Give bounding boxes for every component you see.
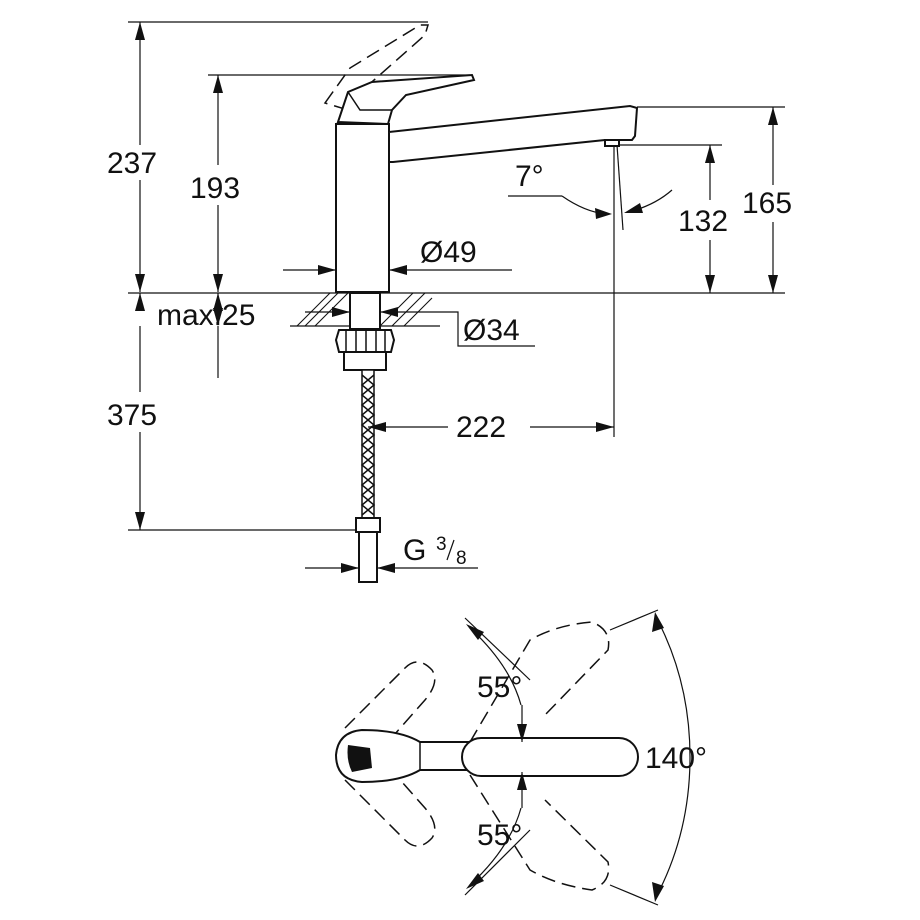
dimension-body-diameter: Ø49	[283, 236, 512, 275]
dim-237-label: 237	[107, 147, 157, 180]
mounting-nut	[334, 329, 396, 371]
angle-total-140: 140°	[645, 612, 707, 902]
angle-upper-label: 55°	[477, 671, 522, 704]
dim-193-label: 193	[190, 172, 240, 205]
top-view: 55° 55° 140°	[334, 609, 707, 906]
dimension-max-thickness: max.25	[135, 293, 255, 378]
angle-upper-55: 55°	[466, 624, 527, 742]
angle-lower-label: 55°	[477, 819, 522, 852]
lever-right-lower-outline	[469, 774, 610, 891]
lever-top	[334, 728, 639, 784]
dim-132-label: 132	[678, 205, 728, 238]
lever-raised-outline	[323, 24, 430, 111]
dim-49-label: Ø49	[420, 236, 477, 269]
dim-7deg-label: 7°	[515, 160, 544, 193]
side-view: 237 193 165 132	[107, 21, 792, 583]
lever-right-upper-outline	[469, 621, 610, 743]
dimension-clearance: 132	[610, 144, 728, 293]
lever-left-lower-outline	[344, 747, 436, 847]
lever-edge	[347, 91, 392, 111]
dim-222-label: 222	[456, 411, 506, 444]
dim-165-label: 165	[742, 187, 792, 220]
dimension-body-height: 193	[190, 74, 470, 292]
dimension-spout-angle: 7°	[508, 144, 673, 437]
dim-34-label: Ø34	[463, 314, 520, 347]
thread-numerator: 3	[436, 534, 447, 555]
dimension-mount-diameter: Ø34	[305, 307, 535, 347]
angle-total-label: 140°	[645, 742, 707, 775]
dimension-hose-length: 375	[107, 326, 356, 531]
dimension-outlet-height: 165	[637, 106, 792, 293]
mounting-shank	[349, 292, 381, 330]
lever-left-upper-outline	[344, 661, 436, 761]
dimension-total-height: 237	[107, 21, 428, 292]
dim-375-label: 375	[107, 399, 157, 432]
dimension-thread: G 3 8	[305, 534, 478, 573]
spout	[388, 104, 639, 163]
thread-denominator: 8	[456, 548, 467, 569]
angle-lower-55: 55°	[466, 772, 527, 889]
thread-g-label: G	[403, 534, 426, 567]
supply-hose	[360, 369, 376, 519]
dim-max25-label: max.25	[157, 299, 255, 332]
dimension-reach: 222	[368, 411, 614, 444]
angle-ray-right-lower	[609, 884, 659, 906]
faucet-body	[335, 123, 390, 293]
angle-ray-right-upper	[609, 609, 659, 631]
hose-fitting	[355, 517, 381, 583]
angle-ray-upper	[464, 617, 531, 681]
lever	[336, 73, 476, 126]
aerator	[604, 139, 620, 147]
